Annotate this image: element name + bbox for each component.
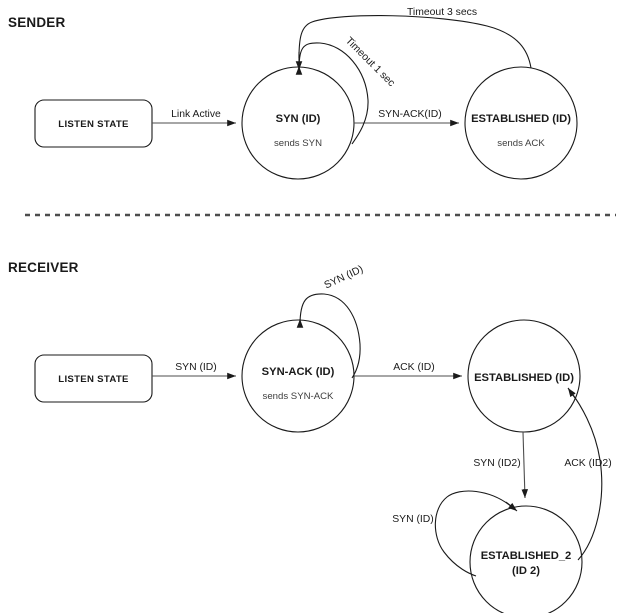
receiver-syn-ack-sublabel: sends SYN-ACK	[263, 391, 335, 402]
receiver-edge-established-2-to-established	[570, 391, 603, 561]
receiver-edge-syn-ack-to-established-label: ACK (ID)	[393, 362, 435, 373]
receiver-syn-ack-title: SYN-ACK (ID)	[262, 366, 335, 378]
receiver-established-2-title-line2: (ID 2)	[512, 565, 540, 577]
receiver-edge-established-2-self-label: SYN (ID)	[392, 514, 434, 525]
sender-established-title: ESTABLISHED (ID)	[471, 113, 571, 125]
sender-listen-state-label: LISTEN STATE	[58, 119, 129, 130]
receiver-edge-established-2-self	[434, 490, 513, 577]
receiver-edge-established-to-established-2-label: SYN (ID2)	[473, 458, 520, 469]
sender-heading: SENDER	[8, 15, 66, 30]
sender-edge-listen-to-syn-label: Link Active	[171, 109, 221, 120]
sender-edge-syn-self-timeout	[298, 42, 369, 145]
sender-edge-established-to-syn-timeout-label: Timeout 3 secs	[407, 7, 477, 18]
sender-edge-established-to-syn-timeout	[298, 15, 532, 69]
sender-edge-syn-to-established-label: SYN-ACK(ID)	[378, 109, 442, 120]
receiver-node-established-2[interactable]	[469, 505, 583, 613]
receiver-edge-established-2-self-arrow	[505, 501, 518, 512]
receiver-node-listen-state[interactable]	[34, 354, 153, 403]
receiver-edge-established-2-to-established-arrow	[567, 387, 576, 399]
receiver-established-title: ESTABLISHED (ID)	[474, 372, 574, 384]
sender-syn-title: SYN (ID)	[276, 113, 321, 125]
sender-established-sublabel: sends ACK	[497, 138, 545, 149]
receiver-edge-established-to-established-2	[521, 431, 529, 499]
receiver-listen-state-label: LISTEN STATE	[58, 374, 129, 385]
sender-edge-syn-self-timeout-label: Timeout 1 sec	[343, 35, 397, 89]
receiver-edge-established-2-to-established-label: ACK (ID2)	[564, 458, 611, 469]
receiver-edge-syn-ack-self-label: SYN (ID)	[323, 264, 365, 292]
receiver-edge-listen-to-syn-ack-label: SYN (ID)	[175, 362, 217, 373]
receiver-heading: RECEIVER	[8, 260, 79, 275]
receiver-established-2-title-line1: ESTABLISHED_2	[481, 550, 572, 562]
receiver-node-established[interactable]	[467, 319, 581, 433]
receiver-edge-syn-ack-self	[299, 293, 361, 379]
sender-node-established[interactable]	[464, 66, 578, 180]
sender-syn-sublabel: sends SYN	[274, 138, 322, 149]
